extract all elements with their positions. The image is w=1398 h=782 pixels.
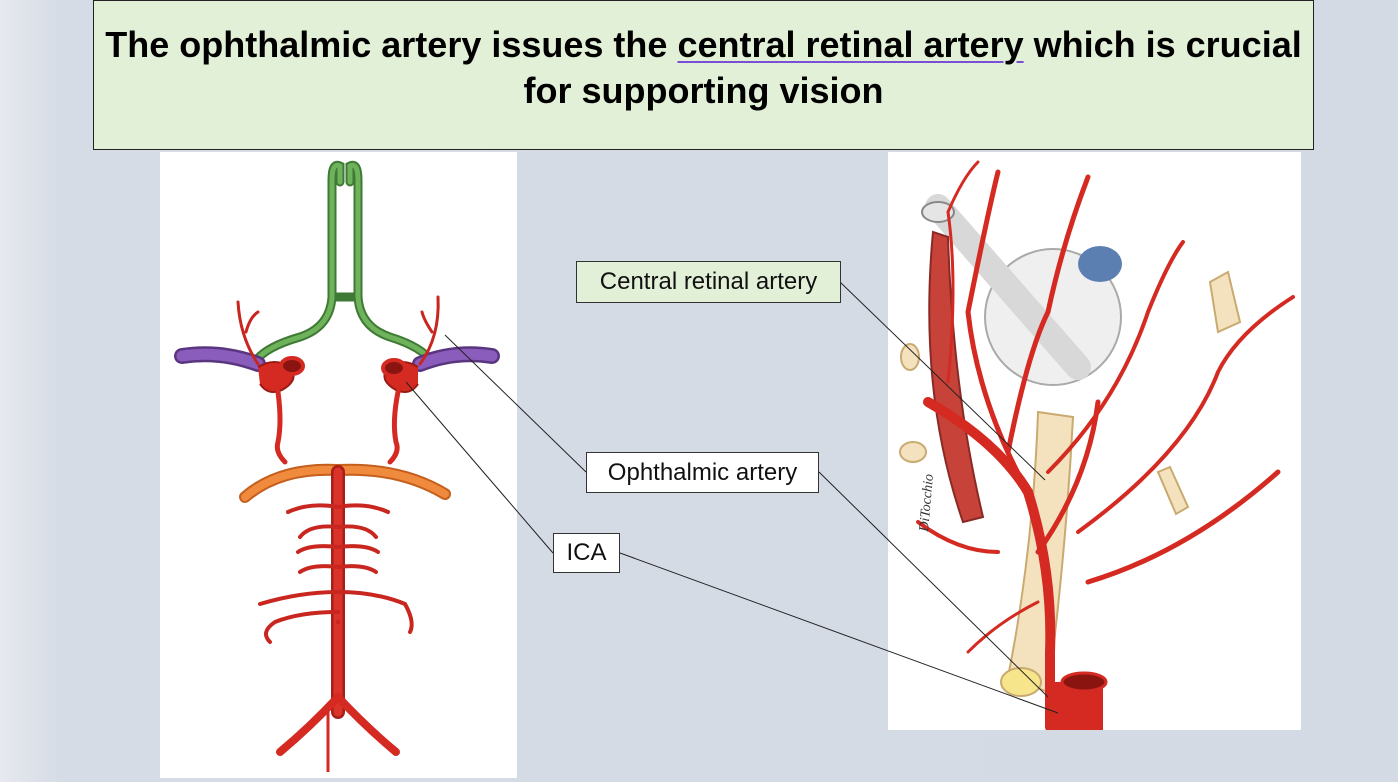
title-box: The ophthalmic artery issues the central… — [93, 0, 1314, 150]
slide-title: The ophthalmic artery issues the central… — [94, 22, 1313, 114]
title-text-after: which is crucial for supporting vision — [523, 24, 1302, 111]
right-illustration-panel: DiTocchio — [888, 152, 1301, 730]
arterial-schematic-illustration — [174, 160, 500, 772]
label-central-retinal-artery: Central retinal artery — [576, 261, 841, 303]
label-ophthalmic-artery: Ophthalmic artery — [586, 452, 819, 493]
label-ica: ICA — [553, 533, 620, 573]
artist-signature: DiTocchio — [917, 473, 937, 533]
eye-orbit-illustration: DiTocchio — [899, 160, 1295, 730]
left-illustration-panel — [160, 152, 517, 778]
title-text-before: The ophthalmic artery issues the — [105, 24, 678, 65]
title-underlined-term: central retinal artery — [677, 24, 1024, 65]
